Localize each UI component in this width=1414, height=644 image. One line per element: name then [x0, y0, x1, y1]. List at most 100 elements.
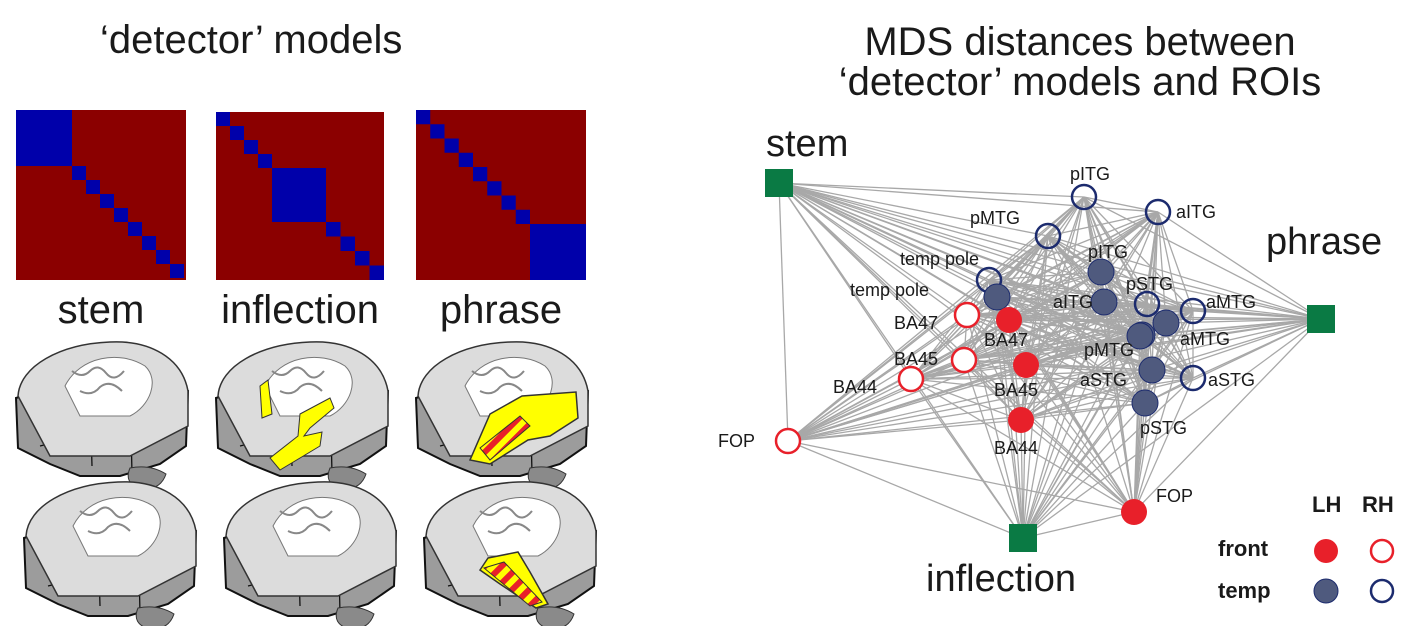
network-edge	[966, 314, 1146, 404]
BA45_l-node	[1013, 352, 1039, 378]
network-edge	[787, 369, 1153, 442]
network-edge	[1103, 211, 1159, 303]
legend-front-lh-marker	[1314, 539, 1338, 563]
network-edge	[910, 378, 1024, 539]
network-edge	[1020, 303, 1148, 421]
right-title-line1: MDS distances between	[864, 20, 1296, 64]
network-edge	[910, 378, 1146, 404]
network-edge	[963, 335, 1141, 361]
BA47_l-node	[996, 307, 1022, 333]
network-edge	[787, 318, 1322, 442]
network-edge	[1008, 319, 1141, 337]
stem-label: stem	[57, 288, 145, 332]
network-edge	[787, 378, 912, 442]
label-aSTG_l: aSTG	[1080, 370, 1127, 390]
matrix-diag-cell	[100, 194, 114, 208]
BA44_l-node	[1008, 407, 1034, 433]
matrix-diag-cell	[72, 166, 86, 180]
network-edge	[787, 440, 1135, 513]
network-edge	[778, 182, 1159, 213]
network-edge	[787, 279, 990, 442]
network-edge	[1008, 196, 1085, 321]
BA44_r-node	[897, 365, 925, 393]
network-edge	[1022, 364, 1027, 539]
inflection-model-node	[1009, 524, 1037, 552]
legend-front-label: front	[1218, 536, 1269, 561]
matrix-diag-cell	[216, 112, 230, 126]
inflection-matrix	[216, 112, 384, 280]
matrix-diag-cell	[487, 181, 502, 196]
label-pSTG_r: pSTG	[1126, 274, 1173, 294]
network-edge	[778, 182, 1153, 371]
network-edge	[1022, 511, 1135, 539]
matrix-diag-cell	[128, 222, 142, 236]
network-edge	[778, 182, 1024, 539]
right-panel-title: MDS distances between ‘detector’ models …	[760, 22, 1400, 102]
network-edge	[778, 182, 1049, 237]
label-aITG_r: aITG	[1176, 202, 1216, 222]
pMTG_r-node	[1034, 222, 1062, 250]
network-edge	[1157, 211, 1322, 320]
network-edge	[1020, 196, 1085, 421]
network-edge	[1133, 402, 1146, 513]
network-edge	[1157, 211, 1167, 324]
network-edge	[1008, 319, 1135, 513]
label-aMTG_r: aMTG	[1206, 292, 1256, 312]
network-edge	[787, 440, 1024, 539]
matrix-diag-cell	[416, 110, 431, 125]
network-edge	[988, 271, 1102, 281]
label-aSTG_r: aSTG	[1208, 370, 1255, 390]
network-edge	[910, 378, 1135, 513]
network-edge	[1157, 211, 1194, 379]
network-edge	[787, 359, 965, 442]
left-panel-title: ‘detector’ models	[100, 18, 403, 62]
network-edge	[1133, 318, 1322, 513]
network-edge	[966, 303, 1148, 316]
matrix-diag-cell	[369, 265, 384, 280]
brain-stem-lh	[15, 340, 189, 490]
network-edge	[1025, 364, 1135, 513]
aITG_r-node	[1144, 198, 1172, 226]
legend-front-rh-marker	[1369, 538, 1395, 564]
inflection-label: inflection	[221, 288, 379, 332]
matrix-diag-cell	[458, 152, 473, 167]
model-label-phrase: phrase	[1266, 221, 1382, 263]
network-edge	[1100, 271, 1167, 324]
network-edge	[966, 301, 1105, 316]
matrix-diag-cell	[501, 195, 516, 210]
label-aMTG_l: aMTG	[1180, 329, 1230, 349]
temp_pole_l-node	[983, 283, 1011, 311]
aMTG_l-node	[1152, 309, 1180, 337]
network-edge	[1025, 364, 1153, 371]
network-edge	[787, 364, 1027, 442]
matrix-diag-cell	[156, 250, 170, 264]
network-edge	[1192, 310, 1322, 320]
phrase-matrix	[416, 110, 586, 280]
network-edge	[1083, 196, 1322, 320]
network-edge	[787, 402, 1146, 442]
matrix-diag-cell	[355, 251, 370, 266]
legend-temp-lh-marker	[1313, 578, 1339, 604]
right-title-line2: ‘detector’ models and ROIs	[838, 60, 1322, 104]
matrix-diag-cell	[515, 209, 530, 224]
label-BA45_r: BA45	[894, 349, 938, 369]
network-edge	[988, 279, 1105, 303]
pMTG_l-node	[1126, 322, 1154, 350]
label-BA45_l: BA45	[994, 380, 1038, 400]
label-BA47_r: BA47	[894, 313, 938, 333]
network-edge	[963, 359, 1022, 421]
label-FOP_l: FOP	[1156, 486, 1193, 506]
stem-matrix	[16, 110, 186, 280]
network-edge	[1008, 319, 1153, 371]
FOP_l-node	[1121, 499, 1147, 525]
network-edge	[910, 301, 1105, 380]
network-edge	[787, 377, 1194, 442]
network-edge	[1020, 419, 1024, 539]
network-edge	[778, 182, 998, 298]
brain-phrase-rh	[423, 480, 597, 626]
brain-inflection-lh	[215, 340, 389, 490]
pSTG_r-node	[1133, 290, 1161, 318]
matrix-diag-cell	[244, 140, 258, 154]
model-label-inflection: inflection	[926, 558, 1076, 600]
label-pITG_l: pITG	[1088, 242, 1128, 262]
